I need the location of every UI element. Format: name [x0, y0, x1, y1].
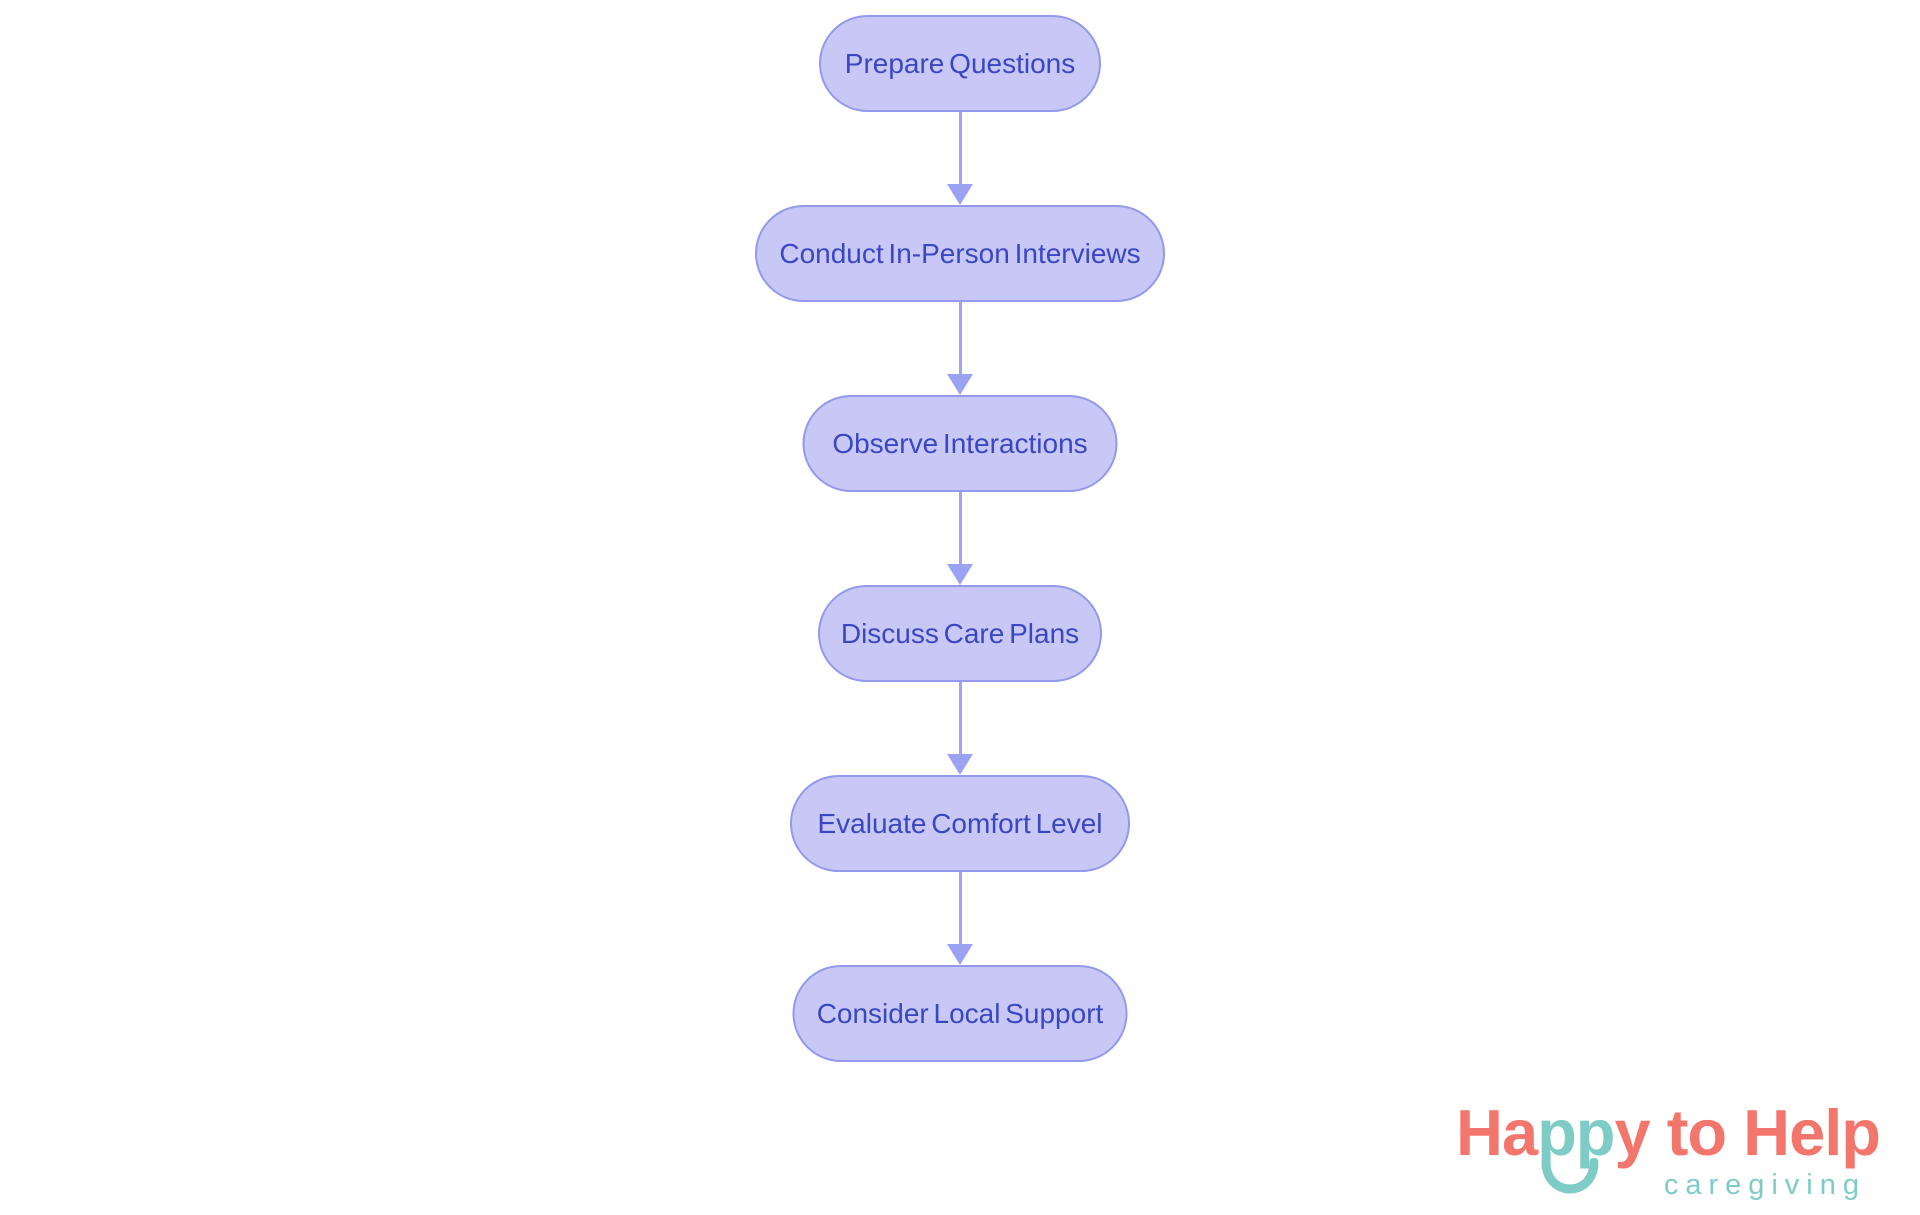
arrow-head-icon: [947, 564, 973, 585]
flow-arrow: [946, 112, 974, 205]
arrow-shaft: [958, 302, 962, 378]
flow-node-label: Prepare Questions: [844, 47, 1076, 79]
brand-text-part1: Ha: [1456, 1096, 1538, 1169]
flow-arrow: [946, 682, 974, 775]
arrow-shaft: [958, 872, 962, 948]
arrow-head-icon: [947, 184, 973, 205]
flow-node-discuss-care-plans: Discuss Care Plans: [818, 585, 1102, 682]
flow-node-label: Evaluate Comfort Level: [817, 807, 1103, 839]
flow-node-consider-local-support: Consider Local Support: [792, 965, 1128, 1062]
brand-text-part3: y to Help: [1614, 1096, 1881, 1169]
brand-text-part2: pp: [1537, 1096, 1615, 1169]
flow-node-conduct-interviews: Conduct In-Person Interviews: [755, 205, 1165, 302]
arrow-head-icon: [947, 754, 973, 775]
arrow-shaft: [958, 492, 962, 568]
flow-node-evaluate-comfort-level: Evaluate Comfort Level: [790, 775, 1130, 872]
flow-node-label: Consider Local Support: [816, 997, 1104, 1029]
flow-arrow: [946, 492, 974, 585]
flow-arrow: [946, 872, 974, 965]
flow-node-label: Conduct In-Person Interviews: [779, 237, 1141, 269]
brand-tagline: caregiving: [1663, 1169, 1866, 1201]
arrow-shaft: [958, 112, 962, 188]
flow-node-observe-interactions: Observe Interactions: [802, 395, 1118, 492]
flow-node-prepare-questions: Prepare Questions: [819, 15, 1101, 112]
flow-node-label: Observe Interactions: [832, 427, 1088, 459]
arrow-head-icon: [947, 944, 973, 965]
arrow-head-icon: [947, 374, 973, 395]
flow-node-label: Discuss Care Plans: [840, 617, 1080, 649]
flow-arrow: [946, 302, 974, 395]
arrow-shaft: [958, 682, 962, 758]
